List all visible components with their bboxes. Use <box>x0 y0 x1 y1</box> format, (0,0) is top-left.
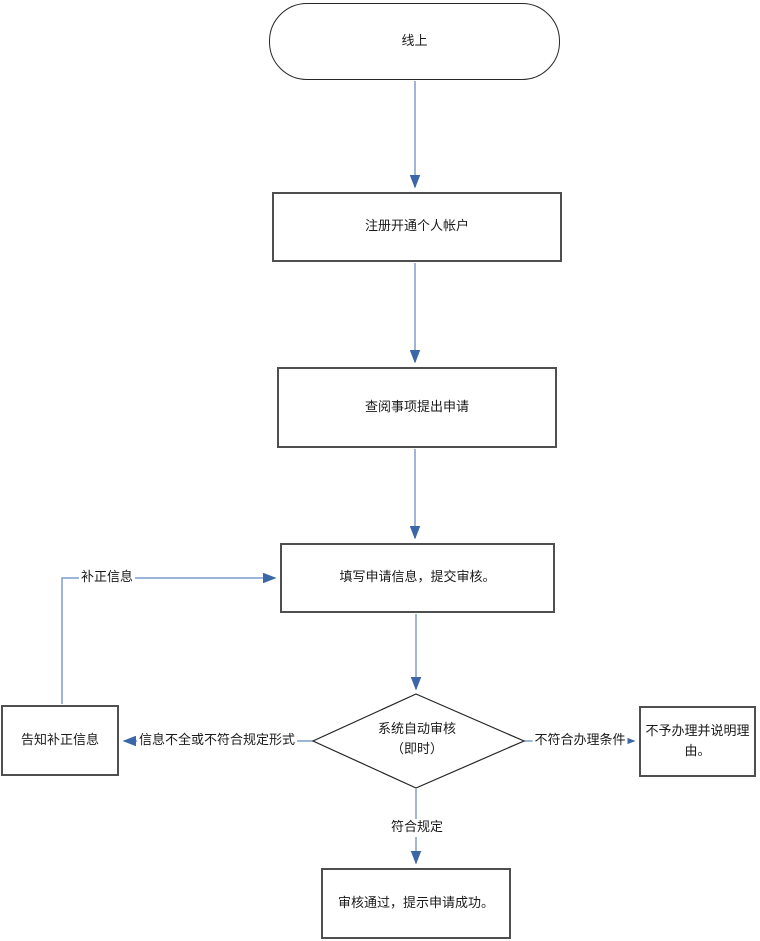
process-register-account: 注册开通个人帐户 <box>272 192 562 262</box>
process-fill-application: 填写申请信息，提交审核。 <box>280 543 555 613</box>
edge-label-not-eligible: 不符合办理条件 <box>532 732 628 750</box>
process-success-label: 审核通过，提示申请成功。 <box>337 895 494 911</box>
terminator-online: 线上 <box>269 3 560 80</box>
process-fill-application-label: 填写申请信息，提交审核。 <box>339 570 496 585</box>
edge-label-incomplete-info: 信息不全或不符合规定形式 <box>136 732 298 750</box>
process-review-items-label: 查阅事项提出申请 <box>364 399 469 415</box>
process-review-items: 查阅事项提出申请 <box>277 367 557 448</box>
process-success: 审核通过，提示申请成功。 <box>321 868 511 939</box>
process-reject-label: 不予办理并说明理由。 <box>645 723 750 759</box>
process-register-account-label: 注册开通个人帐户 <box>364 219 469 234</box>
edge-label-meets-rules: 符合规定 <box>388 819 446 837</box>
edge-label-correction-info: 补正信息 <box>78 569 136 587</box>
process-notify-correction: 告知补正信息 <box>1 705 119 776</box>
terminator-online-label: 线上 <box>401 33 428 49</box>
decision-auto-review-label-line1: 系统自动审核 <box>377 722 456 737</box>
decision-auto-review: 系统自动审核 （即时） <box>331 720 503 760</box>
process-reject: 不予办理并说明理由。 <box>639 706 756 777</box>
decision-diamond-shape <box>311 693 526 789</box>
arrow-notify-correction-to-fill <box>61 572 277 704</box>
process-notify-correction-label: 告知补正信息 <box>20 732 99 748</box>
decision-auto-review-label-line2: （即时） <box>390 742 443 757</box>
